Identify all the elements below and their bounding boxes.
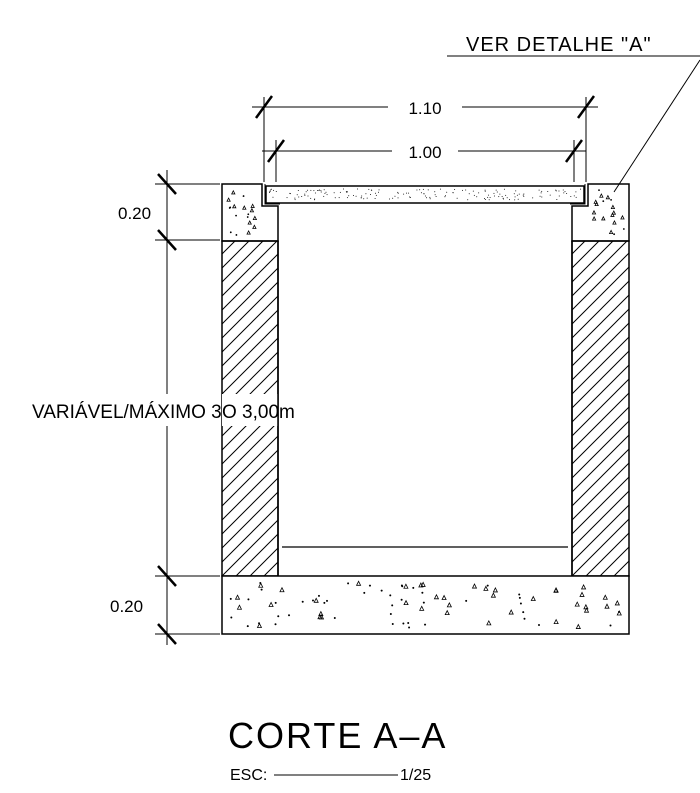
aggregate-top [226, 189, 625, 236]
dimension-outer-width: 1.10 [252, 95, 598, 182]
inner-width-label: 1.00 [408, 143, 441, 162]
bottom-slab-aggregate [229, 580, 622, 629]
right-wall [571, 240, 630, 577]
top-beam-left [221, 183, 280, 242]
dimension-inner-width: 1.00 [262, 139, 586, 182]
section-title: CORTE A–A [228, 715, 447, 756]
scale-prefix: ESC: [230, 767, 267, 784]
callout-label: VER DETALHE "A" [466, 34, 652, 56]
top-thickness-label: 0.20 [118, 204, 151, 223]
scale-value: 1/25 [400, 767, 431, 784]
bottom-thickness-label: 0.20 [110, 597, 143, 616]
callout: VER DETALHE "A" [447, 34, 700, 193]
title-block: CORTE A–A ESC: 1/25 [228, 715, 447, 784]
wall-height-label: VARIÁVEL/MÁXIMO 3,00m [32, 402, 264, 423]
cover-slab-texture [269, 188, 582, 201]
box-section: O 3,00m [221, 183, 630, 635]
cover-slab [265, 185, 585, 204]
outer-width-label: 1.10 [408, 99, 441, 118]
wall-height-label-overlap: O 3,00m [222, 402, 295, 423]
